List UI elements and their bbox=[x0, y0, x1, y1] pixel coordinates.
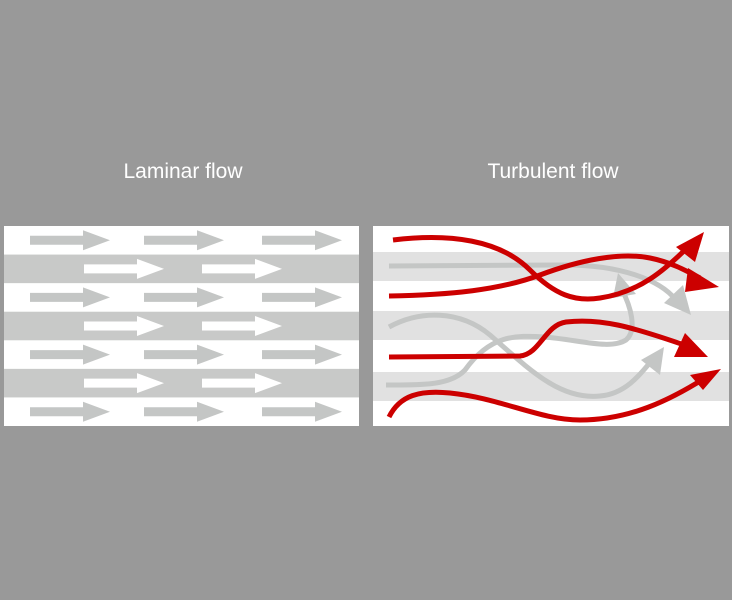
red-flow-line bbox=[392, 235, 692, 302]
laminar-arrow bbox=[30, 287, 110, 308]
laminar-arrow bbox=[30, 230, 110, 251]
laminar-arrow bbox=[144, 344, 224, 365]
laminar-stripe bbox=[4, 368, 359, 398]
red-arrowhead bbox=[685, 268, 719, 292]
laminar-arrow bbox=[84, 373, 164, 394]
laminar-panel bbox=[4, 226, 359, 426]
laminar-arrow bbox=[30, 344, 110, 365]
turbulent-panel bbox=[373, 226, 729, 426]
laminar-arrow bbox=[144, 230, 224, 251]
red-arrowhead bbox=[674, 333, 708, 357]
gray-flow-line bbox=[387, 312, 654, 399]
laminar-stripe bbox=[4, 311, 359, 341]
red-arrowhead bbox=[676, 232, 704, 262]
laminar-arrow bbox=[262, 230, 342, 251]
turbulent-flow-title: Turbulent flow bbox=[487, 160, 619, 183]
laminar-arrow bbox=[202, 373, 282, 394]
laminar-arrow bbox=[84, 258, 164, 279]
red-flow-line bbox=[386, 375, 707, 423]
laminar-arrow bbox=[202, 258, 282, 279]
gray-arrowhead bbox=[641, 347, 664, 375]
laminar-arrow bbox=[262, 401, 342, 422]
laminar-arrow bbox=[84, 316, 164, 336]
laminar-arrow bbox=[144, 401, 224, 422]
laminar-flow-title: Laminar flow bbox=[123, 160, 243, 183]
laminar-arrow bbox=[202, 316, 282, 336]
red-flow-line bbox=[388, 318, 691, 360]
red-arrowhead bbox=[690, 369, 721, 390]
laminar-stripe bbox=[4, 254, 359, 284]
red-flow-line bbox=[388, 253, 702, 299]
laminar-arrow bbox=[144, 287, 224, 308]
laminar-arrow bbox=[30, 401, 110, 422]
laminar-arrow bbox=[262, 287, 342, 308]
gray-arrowhead bbox=[664, 285, 691, 315]
laminar-arrow bbox=[262, 344, 342, 365]
